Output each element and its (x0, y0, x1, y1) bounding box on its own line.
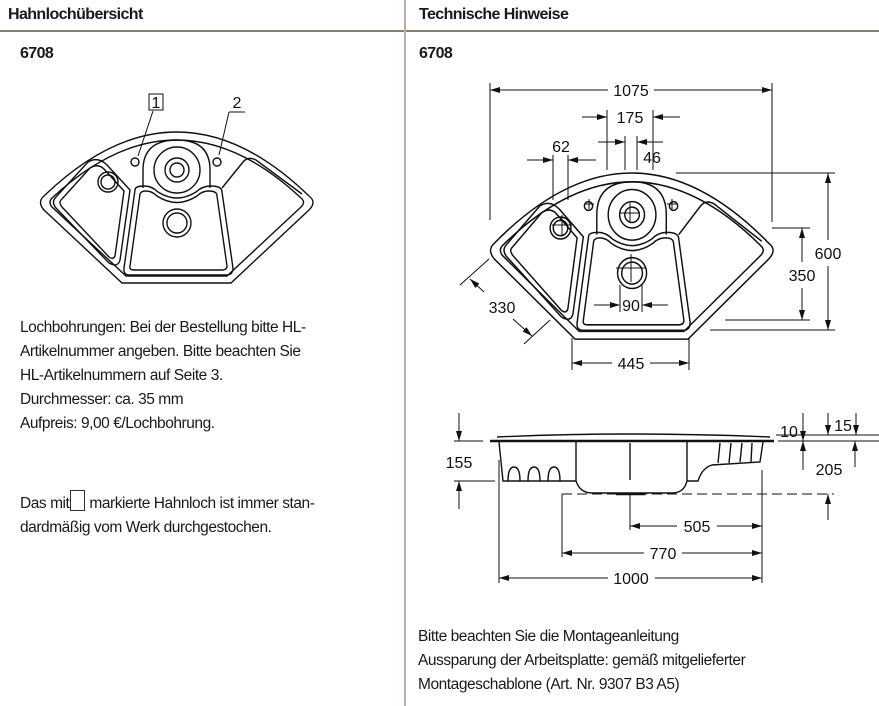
info-line: Durchmesser: ca. 35 mm (20, 391, 184, 408)
tap-hole-info: Lochbohrungen: Bei der Bestellung bitte … (20, 316, 306, 436)
info-line: HL-Artikelnummern auf Seite 3. (20, 367, 223, 384)
dim-bowl-offset: 770 (650, 546, 677, 563)
dim-drain-offset: 505 (684, 519, 711, 536)
dim-tap-hole: 62 (552, 139, 570, 156)
note-line: Bitte beachten Sie die Montageanleitung (418, 628, 679, 645)
sink-side-view-dimensioned: 155 10 15 205 505 770 1000 (446, 413, 879, 588)
note-line: Aussparung der Arbeitsplatte: gemäß mitg… (418, 652, 746, 669)
dim-depth-front: 350 (789, 268, 816, 285)
dim-tap-span: 175 (617, 110, 644, 127)
model-number-right: 6708 (419, 45, 453, 62)
info-line: Lochbohrungen: Bei der Bestellung bitte … (20, 319, 306, 336)
note-line: Montageschablone (Art. Nr. 9307 B3 A5) (418, 676, 680, 693)
dim-front-edge: 445 (618, 356, 645, 373)
info-line: Artikelnummer angeben. Bitte beachten Si… (20, 343, 301, 360)
dim-depth-total: 600 (815, 246, 842, 263)
dim-rim: 10 (780, 424, 798, 441)
dim-overall-width: 1075 (613, 83, 649, 100)
header-divider (0, 30, 879, 32)
note-prefix: Das mit (20, 495, 70, 512)
installation-notes: Bitte beachten Sie die Montageanleitung … (418, 625, 746, 697)
section-heading-technical: Technische Hinweise (419, 6, 569, 23)
tap-hole-callout-1: 1 (152, 95, 161, 112)
dim-bowl-depth: 205 (816, 462, 843, 479)
dim-drain: 90 (622, 298, 640, 315)
dim-center-offset: 46 (643, 150, 661, 167)
section-heading-tap-holes: Hahnlochübersicht (8, 6, 143, 23)
info-line: Aufpreis: 9,00 €/Lochbohrung. (20, 415, 215, 432)
column-divider (404, 0, 406, 706)
model-number-left: 6708 (20, 45, 54, 62)
sink-top-view-dimensioned: 1075 175 46 62 600 350 330 445 90 (459, 83, 842, 373)
dim-diagonal-side: 330 (489, 300, 516, 317)
note-suffix: markierte Hahnloch ist immer stan- (89, 495, 315, 512)
marker-box-icon (70, 490, 86, 511)
dim-rim-top: 15 (834, 418, 852, 435)
sink-top-view-tap-holes: 1 2 (39, 93, 314, 284)
note-line-2: dardmäßig vom Werk durchgestochen. (20, 519, 272, 536)
standard-tap-hole-note: Das mit markierte Hahnloch ist immer stan… (20, 490, 315, 540)
dim-overall-length: 1000 (613, 571, 649, 588)
dim-left-depth: 155 (446, 455, 473, 472)
tap-hole-callout-2: 2 (233, 95, 242, 112)
